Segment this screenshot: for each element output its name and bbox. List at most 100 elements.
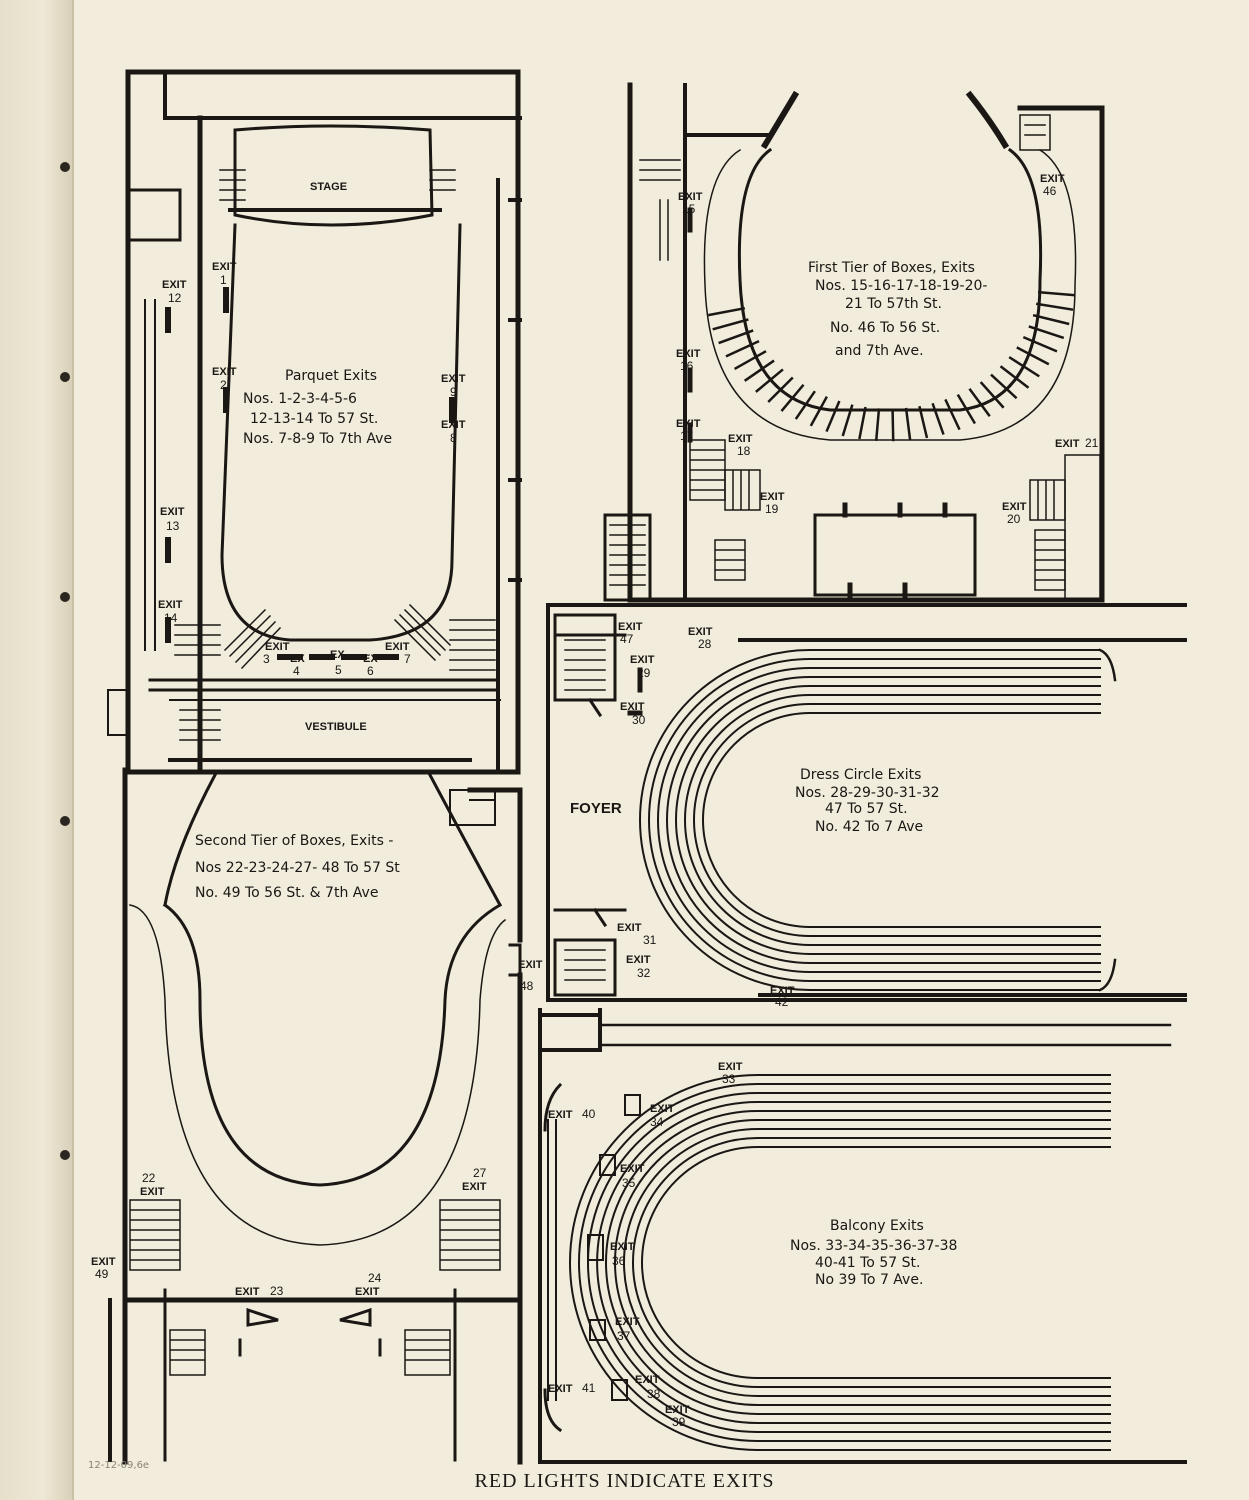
- svg-text:EXIT: EXIT: [355, 1286, 380, 1298]
- svg-text:20: 20: [1007, 512, 1021, 526]
- svg-text:32: 32: [637, 966, 651, 980]
- second-tier-line-1: Nos 22-23-24-27- 48 To 57 St: [195, 860, 400, 876]
- vestibule-label: VESTIBULE: [305, 721, 367, 733]
- svg-text:EXIT: EXIT: [718, 1061, 743, 1073]
- svg-text:46: 46: [1043, 184, 1057, 198]
- seating-row: [605, 1110, 1111, 1415]
- svg-text:34: 34: [650, 1115, 664, 1129]
- svg-text:EXIT: EXIT: [688, 626, 713, 638]
- footer-caption: RED LIGHTS INDICATE EXITS: [474, 1470, 775, 1492]
- binding-hole: [60, 162, 70, 172]
- parquet-line-2: 12-13-14 To 57 St.: [250, 411, 378, 427]
- seating-row: [641, 1146, 1111, 1379]
- svg-text:47: 47: [620, 632, 634, 646]
- svg-text:EXIT: EXIT: [728, 433, 753, 445]
- balcony-exit-40: EXIT 40: [548, 1107, 596, 1121]
- svg-text:13: 13: [166, 519, 180, 533]
- svg-text:4: 4: [293, 664, 300, 678]
- seating-row: [684, 694, 1101, 946]
- plan-stroke: [1022, 335, 1058, 353]
- svg-text:27: 27: [473, 1166, 487, 1180]
- balcony-line-2: 40-41 To 57 St.: [815, 1255, 920, 1271]
- svg-text:8: 8: [450, 431, 457, 445]
- svg-text:40: 40: [582, 1107, 596, 1121]
- second-tier-title: Second Tier of Boxes, Exits -: [195, 833, 393, 849]
- plan-stroke: [990, 373, 1018, 400]
- dress-circle-title: Dress Circle Exits: [800, 767, 921, 783]
- svg-text:EXIT: EXIT: [235, 1286, 260, 1298]
- first-tier-line-4: and 7th Ave.: [835, 343, 924, 359]
- dress-circle-line-2: 47 To 57 St.: [825, 801, 908, 817]
- svg-text:EXIT: EXIT: [548, 1383, 573, 1395]
- plan-stroke: [1016, 346, 1050, 366]
- parquet-line-3: Nos. 7-8-9 To 7th Ave: [243, 431, 392, 447]
- plan-stroke: [944, 398, 961, 431]
- svg-text:EXIT: EXIT: [650, 1103, 675, 1115]
- svg-text:2: 2: [220, 378, 227, 392]
- svg-text:6: 6: [367, 664, 374, 678]
- svg-text:EXIT: EXIT: [548, 1109, 573, 1121]
- seating-row: [614, 1119, 1111, 1406]
- svg-text:EXIT: EXIT: [441, 419, 466, 431]
- binding-hole: [60, 592, 70, 602]
- svg-text:42: 42: [775, 995, 789, 1009]
- plan-stroke: [708, 306, 746, 317]
- parquet-title: Parquet Exits: [285, 368, 377, 384]
- binding-hole: [60, 1150, 70, 1160]
- svg-text:EXIT: EXIT: [630, 654, 655, 666]
- svg-text:36: 36: [612, 1254, 626, 1268]
- svg-text:12: 12: [168, 291, 182, 305]
- svg-text:21: 21: [1085, 436, 1099, 450]
- svg-text:EX: EX: [363, 653, 378, 665]
- svg-text:EXIT: EXIT: [676, 418, 701, 430]
- binding-hole: [60, 816, 70, 826]
- balcony-line-1: Nos. 33-34-35-36-37-38: [790, 1238, 957, 1254]
- binding-hole: [60, 372, 70, 382]
- svg-text:31: 31: [643, 933, 657, 947]
- seating-row: [675, 685, 1101, 955]
- plan-stroke: [809, 396, 828, 427]
- seating-row: [639, 649, 1101, 991]
- svg-text:29: 29: [637, 666, 651, 680]
- svg-text:17: 17: [680, 429, 694, 443]
- svg-text:37: 37: [617, 1329, 631, 1343]
- svg-text:30: 30: [632, 713, 646, 727]
- plan-stroke: [918, 405, 929, 439]
- svg-text:22: 22: [142, 1171, 156, 1185]
- seating-row: [702, 712, 1101, 928]
- dress-circle-plan: [546, 603, 1187, 1002]
- parquet-exit-5: EX5: [330, 649, 345, 677]
- svg-text:35: 35: [622, 1176, 636, 1190]
- svg-text:24: 24: [368, 1271, 382, 1285]
- svg-text:15: 15: [682, 202, 696, 216]
- svg-text:EXIT: EXIT: [441, 373, 466, 385]
- svg-text:19: 19: [765, 502, 779, 516]
- svg-text:EXIT: EXIT: [462, 1181, 487, 1193]
- balcony-rows: [569, 1074, 1111, 1451]
- plan-stroke: [718, 329, 754, 345]
- balcony-line-3: No 39 To 7 Ave.: [815, 1272, 923, 1288]
- svg-text:28: 28: [698, 637, 712, 651]
- svg-text:EXIT: EXIT: [617, 922, 642, 934]
- svg-text:EXIT: EXIT: [1040, 173, 1065, 185]
- foyer-label: FOYER: [570, 800, 622, 817]
- plan-stroke: [1032, 313, 1070, 326]
- plan-stroke: [874, 408, 881, 441]
- seating-row: [569, 1074, 1111, 1451]
- parquet-line-1: Nos. 1-2-3-4-5-6: [243, 391, 357, 407]
- plan-stroke: [1028, 325, 1065, 340]
- svg-text:EXIT: EXIT: [770, 985, 795, 997]
